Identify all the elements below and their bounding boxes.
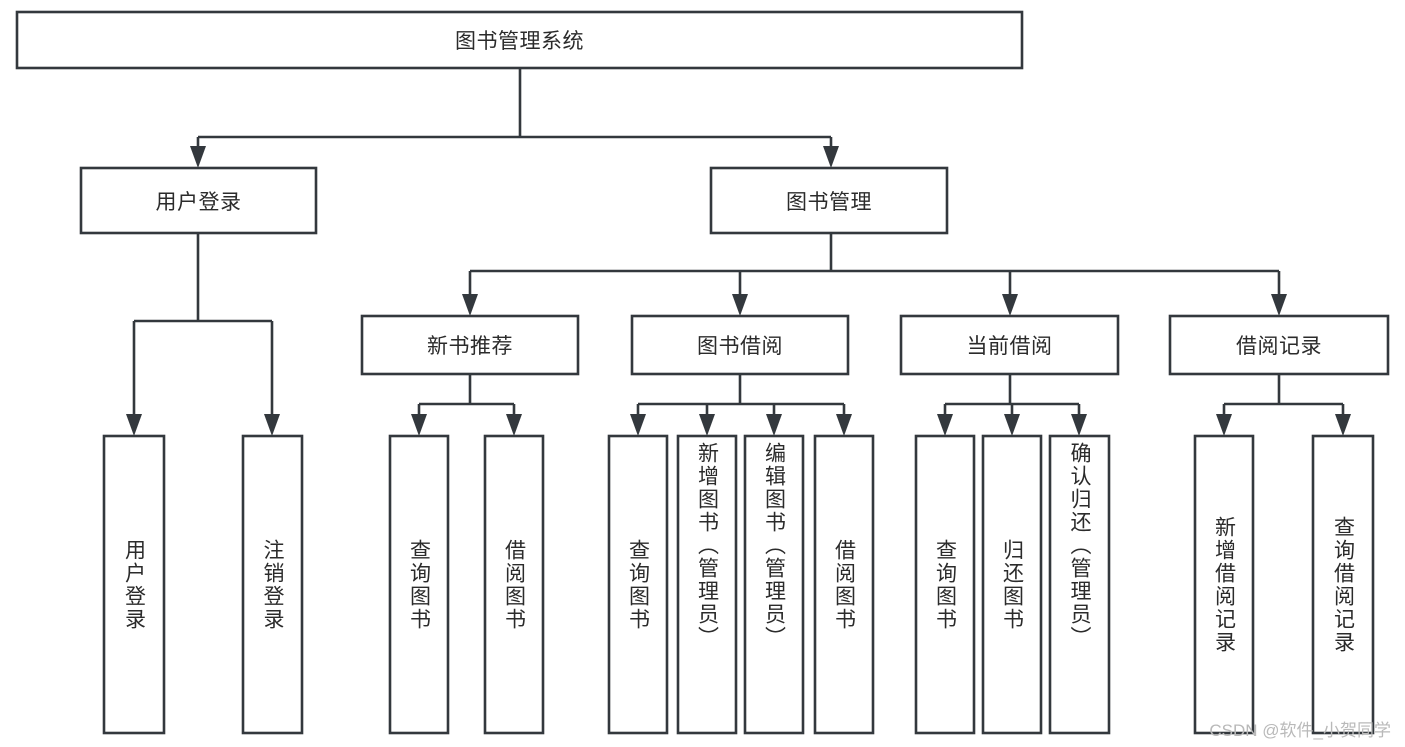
arrow-to-borrow [732,294,748,316]
node-box-leaf-6[interactable] [743,434,805,735]
node-box-borrow-record[interactable] [1168,314,1390,376]
node-box-user-login[interactable] [79,166,318,235]
node-box-leaf-2[interactable] [388,434,450,735]
node-box-leaf-10[interactable] [1048,434,1111,735]
edge-group-root-to-level2 [190,68,839,168]
arrow-to-records [1271,294,1287,316]
edge-group-newbook-to-leaves [411,374,522,436]
node-box-leaf-3[interactable] [483,434,545,735]
arrow-leaf-query-book-3 [937,414,953,436]
node-box-current-borrow[interactable] [899,314,1120,376]
edge-group-records-to-leaves [1216,374,1351,436]
arrow-leaf-query-book-1 [411,414,427,436]
edge-group-current-to-leaves [937,374,1087,436]
arrow-to-current [1002,294,1018,316]
node-box-leaf-4[interactable] [607,434,669,735]
node-box-leaf-7[interactable] [813,434,875,735]
node-box-leaf-8[interactable] [914,434,976,735]
edge-group-userlogin-to-leaves [126,233,280,436]
arrow-leaf-user-login [126,414,142,436]
arrow-to-newbook [462,294,478,316]
node-box-leaf-11[interactable] [1193,434,1255,735]
node-box-leaf-9[interactable] [981,434,1043,735]
node-box-leaf-12[interactable] [1311,434,1375,735]
arrow-leaf-logout [264,414,280,436]
node-box-new-book-rec[interactable] [360,314,580,376]
arrow-leaf-borrow-book-2 [836,414,852,436]
arrow-to-book-manage [823,146,839,168]
arrow-leaf-confirm-return [1071,414,1087,436]
arrow-leaf-borrow-book-1 [506,414,522,436]
edge-group-borrow-to-leaves [630,374,852,436]
node-box-book-manage[interactable] [709,166,949,235]
node-box-leaf-0[interactable] [102,434,166,735]
arrow-leaf-edit-book [766,414,782,436]
arrow-leaf-add-record [1216,414,1232,436]
node-box-leaf-1[interactable] [241,434,304,735]
node-box-leaf-5[interactable] [676,434,738,735]
arrow-to-user-login [190,146,206,168]
edge-group-bookmanage-to-level3 [462,233,1287,316]
arrow-leaf-query-book-2 [630,414,646,436]
arrow-leaf-query-record [1335,414,1351,436]
arrow-leaf-return-book [1004,414,1020,436]
node-box-root[interactable] [15,10,1024,70]
node-box-book-borrow[interactable] [630,314,850,376]
arrow-leaf-add-book [699,414,715,436]
